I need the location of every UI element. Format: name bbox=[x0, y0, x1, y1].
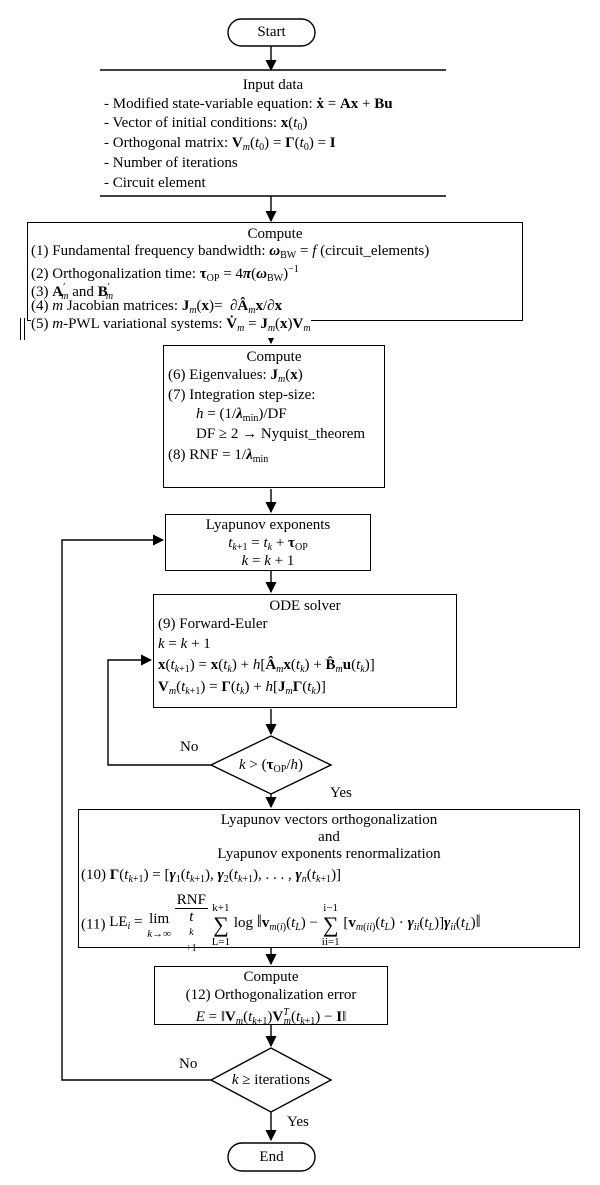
decision2-condition: k ≥ iterations bbox=[231, 1072, 311, 1088]
margin-double-bar bbox=[20, 318, 25, 340]
input-item-5: - Circuit element bbox=[104, 175, 206, 191]
compute-box-3: Compute (12) Orthogonalization error E =… bbox=[154, 966, 388, 1027]
compute-box-1: Compute (1) Fundamental frequency bandwi… bbox=[27, 222, 523, 338]
compute2-item-8: (8) RNF = 1/λmin bbox=[168, 447, 269, 465]
lyapunov-time-update: tk+1 = tk + τOP bbox=[228, 535, 308, 553]
input-data-box: Input data - Modified state-variable equ… bbox=[100, 72, 446, 194]
decision1-condition: k > (τOP/h) bbox=[238, 757, 304, 775]
ortho-title-2: and bbox=[318, 829, 340, 845]
compute1-item-5: (5) m-PWL variational systems: V̇m = Jm(… bbox=[31, 315, 311, 338]
end-label: End bbox=[259, 1149, 284, 1165]
ode-method: (9) Forward-Euler bbox=[158, 616, 268, 632]
compute3-title: Compute bbox=[243, 969, 299, 985]
compute2-step-size: h = (1/λmin)/DF bbox=[196, 406, 287, 424]
compute2-title: Compute bbox=[246, 349, 302, 365]
lyapunov-title: Lyapunov exponents bbox=[205, 517, 331, 533]
arrow-decision1-no-loop bbox=[107, 654, 211, 766]
compute3-item-12: (12) Orthogonalization error bbox=[185, 987, 357, 1003]
compute2-item-6: (6) Eigenvalues: Jm(x) bbox=[168, 367, 303, 385]
lyapunov-k-update: k = k + 1 bbox=[241, 553, 295, 569]
start-label: Start bbox=[257, 24, 286, 40]
input-item-2: - Vector of initial conditions: x(t0) bbox=[104, 115, 308, 133]
start-terminal-shape bbox=[227, 18, 316, 47]
lyapunov-exponents-box: Lyapunov exponents tk+1 = tk + τOP k = k… bbox=[165, 514, 371, 571]
input-item-3: - Orthogonal matrix: Vm(t0) = Γ(t0) = I bbox=[104, 135, 336, 153]
start-terminal: Start bbox=[228, 23, 315, 41]
input-item-4: - Number of iterations bbox=[104, 155, 238, 171]
compute2-nyquist: DF ≥ 2 → Nyquist_theorem bbox=[196, 426, 366, 442]
ode-k-update: k = k + 1 bbox=[158, 636, 211, 652]
input-data-title: Input data bbox=[242, 77, 304, 93]
compute1-title: Compute bbox=[247, 226, 303, 242]
decision2-yes-label: Yes bbox=[287, 1113, 309, 1131]
compute-box-2: Compute (6) Eigenvalues: Jm(x) (7) Integ… bbox=[163, 345, 385, 488]
decision2-no-label: No bbox=[179, 1055, 198, 1073]
ode-title: ODE solver bbox=[269, 598, 341, 614]
ode-solver-box: ODE solver (9) Forward-Euler k = k + 1 x… bbox=[153, 594, 457, 708]
input-item-1: - Modified state-variable equation: ẋ = … bbox=[104, 96, 393, 112]
ortho-title-1: Lyapunov vectors orthogonalization bbox=[220, 812, 438, 828]
compute3-error-eq: E = ‖Vm(tk+1)VTm(tk+1) − I‖ bbox=[195, 1007, 347, 1027]
decision1-yes-label: Yes bbox=[330, 784, 352, 802]
orthogonalization-box: Lyapunov vectors orthogonalization and L… bbox=[78, 809, 580, 954]
end-terminal: End bbox=[228, 1148, 315, 1166]
end-terminal-shape bbox=[227, 1142, 316, 1172]
compute1-item-2: (2) Orthogonalization time: τOP = 4π(ωBW… bbox=[31, 264, 299, 284]
ortho-eq-10: (10) Γ(tk+1) = [γ1(tk+1), γ2(tk+1), . . … bbox=[81, 867, 342, 885]
decision1-no-label: No bbox=[180, 738, 199, 756]
arrow-decision2-no-loop bbox=[61, 534, 211, 1081]
ortho-title-3: Lyapunov exponents renormalization bbox=[217, 846, 441, 862]
compute1-item-3: (3) A′m and B′m bbox=[31, 282, 114, 302]
compute2-item-7: (7) Integration step-size: bbox=[168, 387, 316, 403]
compute1-item-1: (1) Fundamental frequency bandwidth: ωBW… bbox=[31, 243, 430, 261]
ode-v-update: Vm(tk+1) = Γ(tk) + h[JmΓ(tk)] bbox=[158, 679, 326, 697]
ode-x-update: x(tk+1) = x(tk) + h[Âmx(tk) + B̂mu(tk)] bbox=[158, 657, 375, 675]
compute1-item-4: (4) m Jacobian matrices: Jm(x)= ∂Âmx/∂x bbox=[31, 298, 283, 316]
